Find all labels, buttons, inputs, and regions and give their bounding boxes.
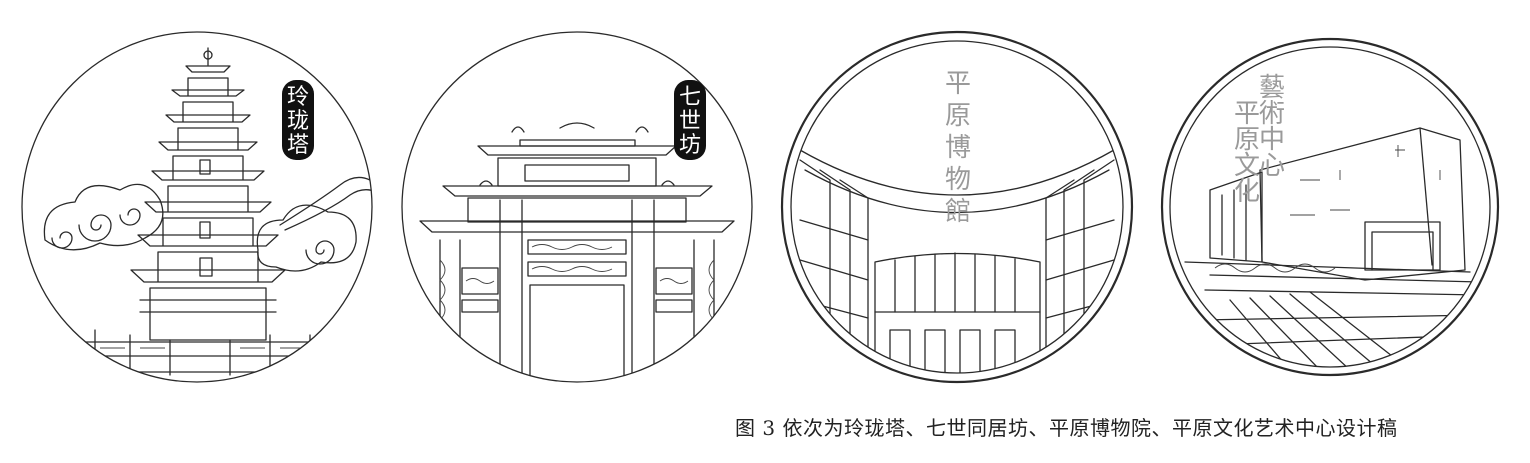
panel-museum: 平 原 博 物 館 [780,30,1134,384]
panel-archway: 七 世 坊 [401,31,753,383]
svg-text:平: 平 [1234,99,1260,129]
svg-text:世: 世 [679,109,701,134]
balustrade [29,329,371,376]
svg-text:博: 博 [945,133,971,163]
svg-text:心: 心 [1259,151,1285,181]
svg-text:七: 七 [679,85,701,110]
museum-inscription: 平 原 博 物 館 [945,69,971,227]
pagoda-drawing [130,47,286,341]
museum-drawing [799,149,1115,373]
figure-caption: 图 3 依次为玲珑塔、七世同居坊、平原博物院、平原文化艺术中心设计稿 [735,416,1398,440]
svg-text:物: 物 [945,165,971,195]
svg-text:玲: 玲 [287,85,309,110]
art-centre-inscription: 藝 術 中 心 平 原 文 化 [1234,73,1285,207]
svg-text:化: 化 [1234,177,1260,207]
svg-text:坊: 坊 [679,133,701,158]
svg-text:原: 原 [945,101,971,131]
panel-linglong-pagoda: 玲 珑 塔 [21,31,373,383]
svg-text:塔: 塔 [287,133,309,158]
svg-text:平: 平 [945,69,971,99]
svg-text:術: 術 [1259,99,1285,129]
seal-archway: 七 世 坊 [674,80,706,160]
archway-drawing [419,122,735,382]
art-centre-drawing [1184,127,1481,367]
seal-linglong-pagoda: 玲 珑 塔 [282,80,314,160]
svg-text:珑: 珑 [287,109,309,134]
cloud-right [256,176,372,272]
svg-text:藝: 藝 [1259,73,1285,103]
svg-text:原: 原 [1234,125,1260,155]
svg-text:中: 中 [1259,125,1285,155]
svg-text:館: 館 [945,197,971,227]
svg-text:文: 文 [1234,151,1260,181]
panel-art-centre: 藝 術 中 心 平 原 文 化 [1160,37,1500,377]
cloud-left [43,183,164,251]
